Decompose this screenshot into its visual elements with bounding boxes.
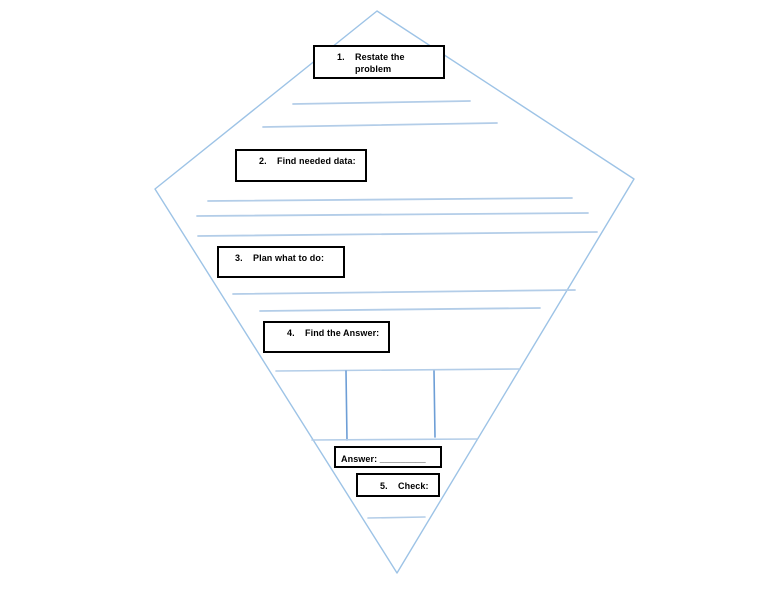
step4-number: 4. [287,328,295,338]
step2-find-data-box: 2. Find needed data: [235,149,367,182]
step4-find-answer-box: 4. Find the Answer: [263,321,390,353]
writing-line [259,307,541,312]
step1-restate-box: 1. Restate the problem [313,45,445,79]
work-grid-vertical-line [345,370,348,441]
step1-number: 1. [337,52,345,62]
step3-number: 3. [235,253,243,263]
step5-check-box: 5. Check: [356,473,440,497]
step3-plan-box: 3. Plan what to do: [217,246,345,278]
step4-label: Find the Answer: [305,328,380,338]
step1-label: Restate the problem [355,52,405,74]
work-grid-bottom-line [311,438,478,441]
step5-number: 5. [380,481,388,491]
kite-outline [154,10,635,574]
writing-line [292,100,471,105]
writing-line [232,289,576,295]
answer-label: Answer: _________ [341,453,426,464]
step5-label: Check: [398,481,429,491]
answer-box: Answer: _________ [334,446,442,468]
writing-line [367,516,426,519]
step3-label: Plan what to do: [253,253,325,263]
writing-line [196,212,589,217]
step2-number: 2. [259,156,267,166]
work-grid-vertical-line [433,370,436,438]
writing-line [262,122,498,128]
writing-line [197,231,598,237]
step2-label: Find needed data: [277,156,356,166]
work-grid-top-line [275,368,521,372]
writing-line [207,197,573,202]
